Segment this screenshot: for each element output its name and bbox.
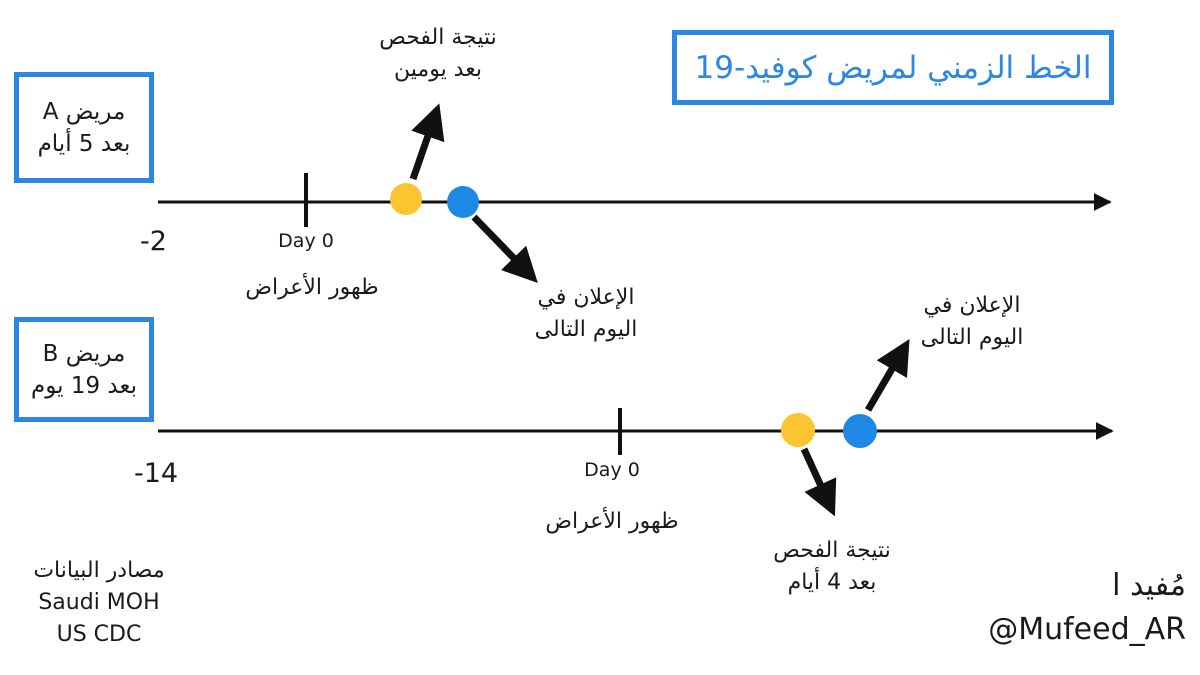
title-box: الخط الزمني لمريض كوفيد-19 xyxy=(672,30,1114,105)
patient-a-box: مريض A بعد 5 أيام xyxy=(14,72,154,183)
timeline-a-symptoms-label: ظهور الأعراض xyxy=(245,275,379,300)
data-sources: مصادر البيانات Saudi MOH US CDC xyxy=(14,555,184,651)
timeline-b-day0-label: Day 0 xyxy=(584,459,640,481)
page-title: الخط الزمني لمريض كوفيد-19 xyxy=(694,49,1092,86)
timeline-b-symptoms-label: ظهور الأعراض xyxy=(545,509,679,534)
timeline-b-announce-dot xyxy=(843,414,877,448)
brand-signature: مُفيد ا @Mufeed_AR xyxy=(988,564,1186,652)
patient-b-box: مريض B بعد 19 يوم xyxy=(14,317,154,422)
timeline-b-announce-label: الإعلان في اليوم التالى xyxy=(921,290,1024,354)
timeline-a-test-line2: بعد يومين xyxy=(394,57,482,82)
timeline-a-start-label: -2 xyxy=(140,226,167,257)
patient-b-duration: بعد 19 يوم xyxy=(31,372,138,399)
timeline-b-announce-line2: اليوم التالى xyxy=(920,325,1024,350)
timeline-b-announce-arrow xyxy=(864,338,910,412)
patient-b-label: مريض B xyxy=(42,340,126,367)
timeline-b-test-line2: بعد 4 أيام xyxy=(787,570,877,595)
source-item: Saudi MOH xyxy=(38,590,160,615)
timeline-b xyxy=(158,338,1114,517)
timeline-a-announce-line2: اليوم التالى xyxy=(534,317,638,342)
timeline-b-test-arrow xyxy=(800,447,837,517)
timeline-b-announce-line1: الإعلان في xyxy=(923,293,1021,318)
patient-a-label: مريض A xyxy=(42,98,126,125)
timeline-b-test-line1: نتيجة الفحص xyxy=(773,538,891,563)
timeline-b-start-label: -14 xyxy=(134,458,179,489)
brand-arabic: مُفيد ا xyxy=(1112,568,1186,603)
timeline-a-test-arrow xyxy=(409,103,445,181)
timeline-a-announce-arrow xyxy=(471,214,538,284)
timeline-b-test-dot xyxy=(781,413,815,447)
timeline-a-test-label: نتيجة الفحص بعد يومين xyxy=(379,22,497,86)
timeline-a-test-line1: نتيجة الفحص xyxy=(379,25,497,50)
timeline-a-announce-dot xyxy=(447,186,479,218)
timeline-a xyxy=(158,103,1112,284)
brand-handle: @Mufeed_AR xyxy=(988,612,1186,647)
timeline-b-test-label: نتيجة الفحص بعد 4 أيام xyxy=(773,535,891,599)
sources-heading: مصادر البيانات xyxy=(33,558,165,583)
patient-a-duration: بعد 5 أيام xyxy=(37,130,131,157)
source-item: US CDC xyxy=(56,622,142,647)
timeline-a-announce-label: الإعلان في اليوم التالى xyxy=(535,282,638,346)
timeline-a-announce-line1: الإعلان في xyxy=(537,285,635,310)
timeline-a-day0-label: Day 0 xyxy=(278,230,334,252)
timeline-a-test-dot xyxy=(390,183,422,215)
